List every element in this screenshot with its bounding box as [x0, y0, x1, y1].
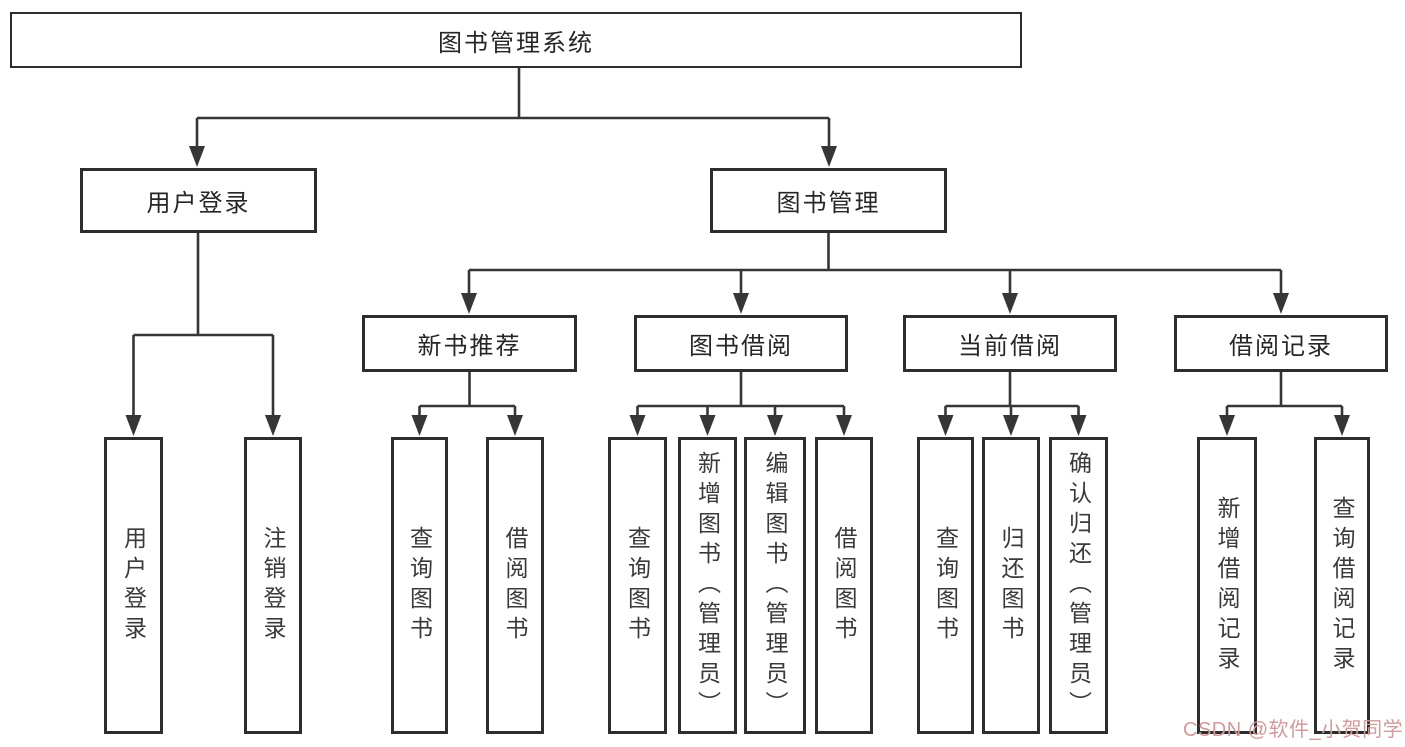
node-current-borrowing: 当前借阅	[903, 315, 1117, 372]
node-borrow-books-recommend: 借阅图书	[486, 437, 544, 734]
node-query-borrow-record: 查询借阅记录	[1314, 437, 1370, 734]
watermark: CSDN @软件_小贺同学	[1183, 719, 1404, 741]
node-user-login-leaf: 用户登录	[104, 437, 163, 734]
node-borrow-books-leaf: 借阅图书	[815, 437, 873, 734]
node-library-management-system: 图书管理系统	[10, 12, 1022, 68]
node-book-borrowing: 图书借阅	[634, 315, 848, 372]
node-book-management: 图书管理	[710, 168, 947, 233]
node-borrowing-records: 借阅记录	[1174, 315, 1388, 372]
node-return-books: 归还图书	[982, 437, 1040, 734]
node-add-books-admin: 新增图书（管理员）	[678, 437, 737, 734]
node-query-books-recommend: 查询图书	[391, 437, 448, 734]
node-confirm-return-admin: 确认归还（管理员）	[1049, 437, 1108, 734]
node-logout-leaf: 注销登录	[244, 437, 302, 734]
node-add-borrow-record: 新增借阅记录	[1197, 437, 1257, 734]
node-new-book-recommend: 新书推荐	[362, 315, 577, 372]
node-query-books-current: 查询图书	[917, 437, 974, 734]
node-query-books-borrowing: 查询图书	[608, 437, 667, 734]
node-user-login: 用户登录	[80, 168, 317, 233]
node-edit-books-admin: 编辑图书（管理员）	[744, 437, 806, 734]
